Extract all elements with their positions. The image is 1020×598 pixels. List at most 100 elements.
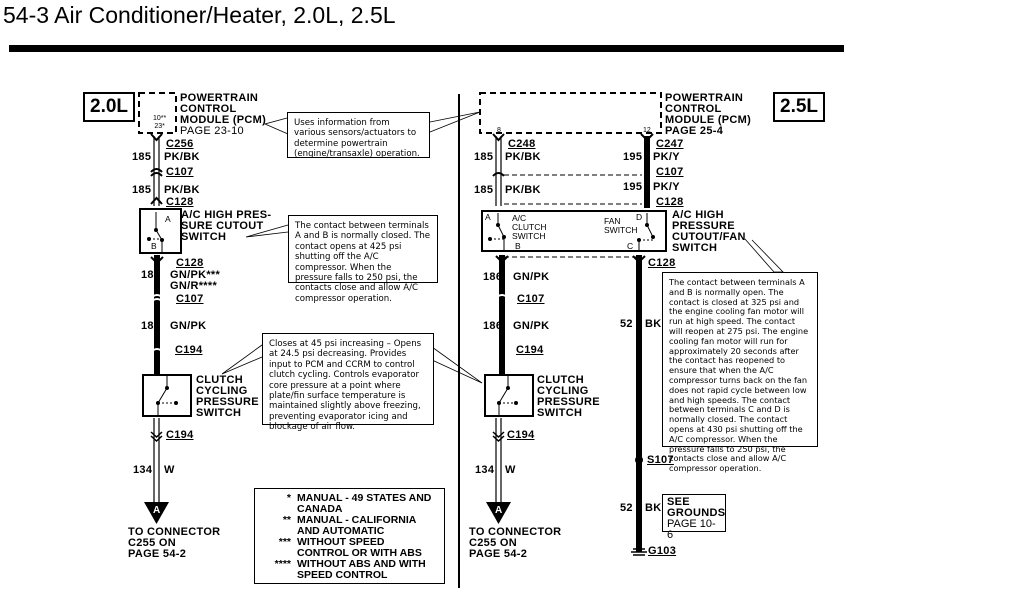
right-wire-195 xyxy=(644,136,650,208)
right-ccp-switch-line: SWITCH xyxy=(537,407,583,419)
left-terminal-page[interactable]: PAGE 54-2 xyxy=(128,548,187,560)
wire-circuit: 186 xyxy=(483,320,503,332)
right-hp-switch-line: A/C HIGH xyxy=(672,209,724,221)
right-wire-52 xyxy=(636,255,642,552)
right-fan-switch-contact xyxy=(637,213,655,250)
right-clutch-switch-line: CLUTCH xyxy=(512,222,547,232)
right-ccp-switch-box xyxy=(484,374,534,417)
right-fan-switch-label: FAN SWITCH xyxy=(604,217,638,235)
wire-color: PK/BK xyxy=(164,151,200,163)
left-pcm-label-line: CONTROL xyxy=(180,103,237,115)
wire-color: BK xyxy=(645,502,662,514)
left-c256-connector xyxy=(150,133,163,142)
right-pcm-page[interactable]: PAGE 25-4 xyxy=(665,125,724,137)
right-c128-fan-connector xyxy=(632,255,646,264)
splice-s107: S107 xyxy=(647,454,674,466)
left-c128b-connector xyxy=(150,256,164,265)
connector-c107: C107 xyxy=(176,293,204,305)
left-c194b-connector xyxy=(150,431,163,443)
right-clutch-switch-line: SWITCH xyxy=(512,231,546,241)
connector-c247: C247 xyxy=(656,138,684,150)
connector-c194: C194 xyxy=(507,429,535,441)
terminal-a-label: A xyxy=(165,214,171,224)
wire-alt-color: GN/R**** xyxy=(170,280,218,292)
wire-color: BK xyxy=(645,318,662,330)
right-c128b-connector xyxy=(495,255,509,264)
see-grounds-box[interactable]: SEE GROUNDS PAGE 10-6 xyxy=(662,494,726,541)
right-terminal-arrow xyxy=(486,502,511,524)
right-hp-switch-box xyxy=(481,210,667,252)
left-pcm-label: POWERTRAIN CONTROL MODULE (PCM) PAGE 23-… xyxy=(180,93,266,137)
left-pcm-page[interactable]: PAGE 23-10 xyxy=(180,125,244,137)
right-c247-connector xyxy=(640,133,654,142)
wire-circuit: 185 xyxy=(132,151,152,163)
wire-circuit: 186 xyxy=(141,320,161,332)
terminal-letter: A xyxy=(495,505,503,516)
wire-circuit: 195 xyxy=(623,151,643,163)
legend-text: WITHOUT SPEED CONTROL OR WITH ABS xyxy=(297,536,422,559)
connector-c128: C128 xyxy=(176,257,204,269)
legend-row: *MANUAL - 49 STATES AND CANADA xyxy=(261,493,438,515)
terminal-c-label: C xyxy=(627,241,634,251)
right-terminal-page[interactable]: PAGE 54-2 xyxy=(469,548,528,560)
left-terminal-label: TO CONNECTOR C255 ON PAGE 54-2 xyxy=(128,527,220,560)
left-terminal-line: C255 ON xyxy=(128,537,176,549)
left-terminal-line: TO CONNECTOR xyxy=(128,526,221,538)
right-hp-switch-label: A/C HIGH PRESSURE CUTOUT/FAN SWITCH xyxy=(672,210,746,254)
wire-color: PK/BK xyxy=(505,184,541,196)
connector-c128: C128 xyxy=(656,196,684,208)
connector-c107: C107 xyxy=(517,293,545,305)
right-ccp-switch-line: CLUTCH xyxy=(537,374,585,386)
legend-text: WITHOUT ABS AND WITH SPEED CONTROL xyxy=(297,558,426,581)
left-pcm-pins: 10** 23* xyxy=(153,115,166,131)
right-g103-ground xyxy=(631,548,647,556)
connector-c107: C107 xyxy=(656,166,684,178)
right-pcm-label-line: CONTROL xyxy=(665,103,722,115)
left-hp-switch-line: A/C HIGH PRES- xyxy=(181,209,272,221)
right-pcm-label: POWERTRAIN CONTROL MODULE (PCM) PAGE 25-… xyxy=(665,93,751,137)
right-ccp-switch-line: PRESSURE xyxy=(537,396,600,408)
left-hp-note-pointer xyxy=(245,224,289,238)
left-wire-134 xyxy=(153,418,160,502)
left-ccp-switch-line: CYCLING xyxy=(196,385,248,397)
right-c194b-connector xyxy=(492,431,505,443)
legend-mark: ** xyxy=(282,514,291,526)
footnote-legend: *MANUAL - 49 STATES AND CANADA **MANUAL … xyxy=(254,488,445,584)
left-pcm-note-pointer2 xyxy=(429,111,481,133)
terminal-b-label: B xyxy=(515,241,521,251)
left-pcm-note-pointer xyxy=(263,117,289,135)
ground-g103: G103 xyxy=(648,545,677,557)
wire-circuit: 185 xyxy=(474,184,494,196)
wire-color: GN/PK xyxy=(170,320,207,332)
wire-circuit: 52 xyxy=(620,502,633,514)
right-s107-splice xyxy=(635,456,643,464)
right-ccp-switch-label: CLUTCH CYCLING PRESSURE SWITCH xyxy=(537,375,600,419)
left-terminal-arrow xyxy=(144,502,169,524)
connector-c248: C248 xyxy=(508,138,536,150)
right-c107a-connector-l xyxy=(492,172,505,177)
wire-color: PK/BK xyxy=(505,151,541,163)
left-ccp-switch-line: CLUTCH xyxy=(196,374,244,386)
left-pcm-pin: 23* xyxy=(154,123,165,130)
left-hp-switch-box xyxy=(139,208,182,254)
right-c248-connector xyxy=(492,133,505,142)
left-ccp-note-pointer xyxy=(221,344,263,375)
engine-badge-2-5l: 2.5L xyxy=(773,92,826,122)
connector-c194: C194 xyxy=(516,344,544,356)
title-rule xyxy=(9,45,844,52)
left-pcm-label-line: POWERTRAIN xyxy=(180,92,259,104)
wire-circuit: 195 xyxy=(623,181,643,193)
left-wire-185 xyxy=(153,136,160,206)
left-hp-note: The contact between terminals A and B is… xyxy=(288,215,438,304)
right-ccp-switch-contact xyxy=(497,376,518,416)
terminal-letter: A xyxy=(153,505,161,516)
left-hp-switch-line: SURE CUTOUT xyxy=(181,220,264,232)
left-ccp-switch-line: SWITCH xyxy=(196,407,242,419)
right-clutch-switch-label: A/C CLUTCH SWITCH xyxy=(512,214,546,241)
right-hp-note-pointer xyxy=(744,238,784,273)
wire-color: GN/PK xyxy=(513,271,550,283)
wire-color: GN/PK*** xyxy=(170,269,221,281)
wire-circuit: 52 xyxy=(620,318,633,330)
connector-c128: C128 xyxy=(648,257,676,269)
right-pcm-pin: 8 xyxy=(497,127,501,134)
